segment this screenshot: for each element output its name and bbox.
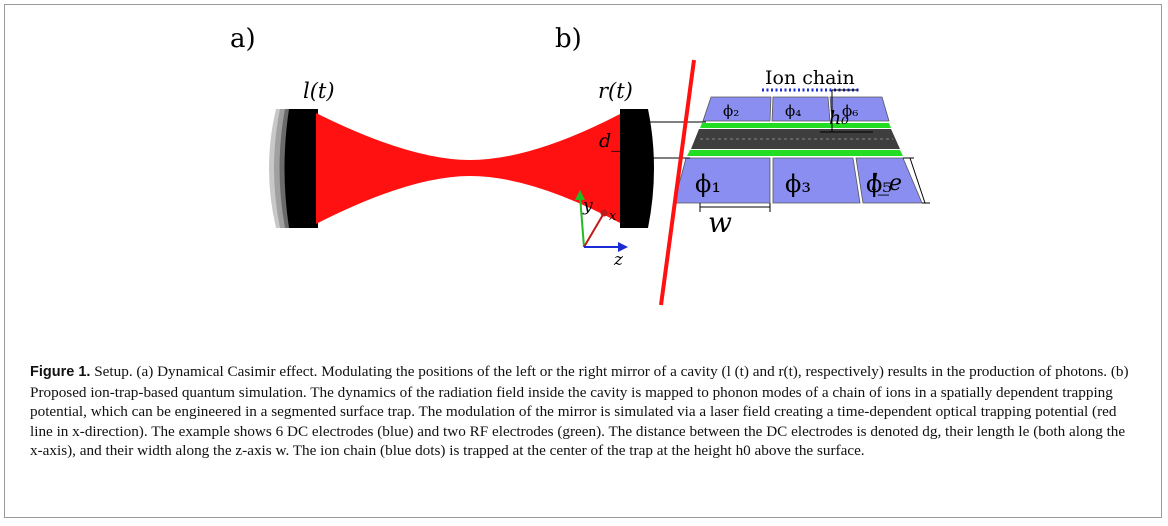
electrode-phi4-label: ϕ₄ — [785, 102, 801, 120]
dg-vertical — [619, 121, 635, 159]
caption-lead: Figure 1. — [30, 364, 91, 380]
right-mirror — [620, 109, 654, 228]
electrode-phi2-label: ϕ₂ — [723, 102, 739, 120]
x-axis-arrow — [583, 212, 605, 248]
laser-beam — [659, 59, 696, 306]
w-label: w — [708, 206, 732, 239]
left-mirror-label: l(t) — [303, 79, 335, 103]
electrode-phi3 — [772, 157, 861, 204]
caption-text: Setup. (a) Dynamical Casimir effect. Mod… — [30, 363, 1129, 460]
ion-chain-label: Ion chain — [765, 67, 855, 89]
panel-b-label: b) — [555, 24, 582, 54]
le-label: l_e — [871, 171, 902, 196]
electrode-phi2 — [702, 96, 772, 122]
cavity-diagram — [269, 109, 654, 228]
coordinate-axes — [575, 190, 628, 252]
trap-gap — [691, 129, 900, 149]
dg-label: d_g — [599, 130, 633, 152]
z-axis-arrowhead — [618, 242, 628, 252]
h0-label: h₀ — [829, 107, 849, 129]
rf-electrode-bottom — [687, 150, 903, 156]
y-axis-arrow — [579, 195, 585, 248]
panel-a-label: a) — [230, 24, 256, 54]
electrode-phi3-label: ϕ₃ — [785, 170, 811, 198]
x-axis-tip — [600, 209, 608, 217]
figure-artwork: l(t) r(t) Ion chain h₀ d_g l_e w ϕ₂ — [269, 59, 930, 306]
electrode-phi1 — [673, 157, 771, 204]
figure-frame — [4, 4, 1162, 518]
figure-caption: Figure 1. Setup. (a) Dynamical Casimir e… — [30, 362, 1140, 461]
electrode-phi6-label: ϕ₆ — [842, 102, 858, 120]
x-axis-label: x — [609, 209, 617, 224]
y-axis-label: y — [582, 196, 593, 216]
right-mirror-label: r(t) — [598, 79, 633, 103]
electrode-phi1-label: ϕ₁ — [695, 170, 721, 198]
electrode-phi5-label: ϕ₅ — [866, 170, 892, 198]
z-axis-label: z — [613, 250, 624, 270]
cavity-beam — [316, 113, 622, 224]
left-mirror — [284, 109, 318, 228]
y-axis-arrowhead — [575, 190, 585, 200]
le-vertical — [909, 157, 926, 204]
surface-trap — [673, 96, 923, 204]
rf-electrode-top — [700, 123, 891, 128]
electrode-phi4 — [771, 96, 831, 122]
electrode-phi6 — [829, 96, 890, 122]
